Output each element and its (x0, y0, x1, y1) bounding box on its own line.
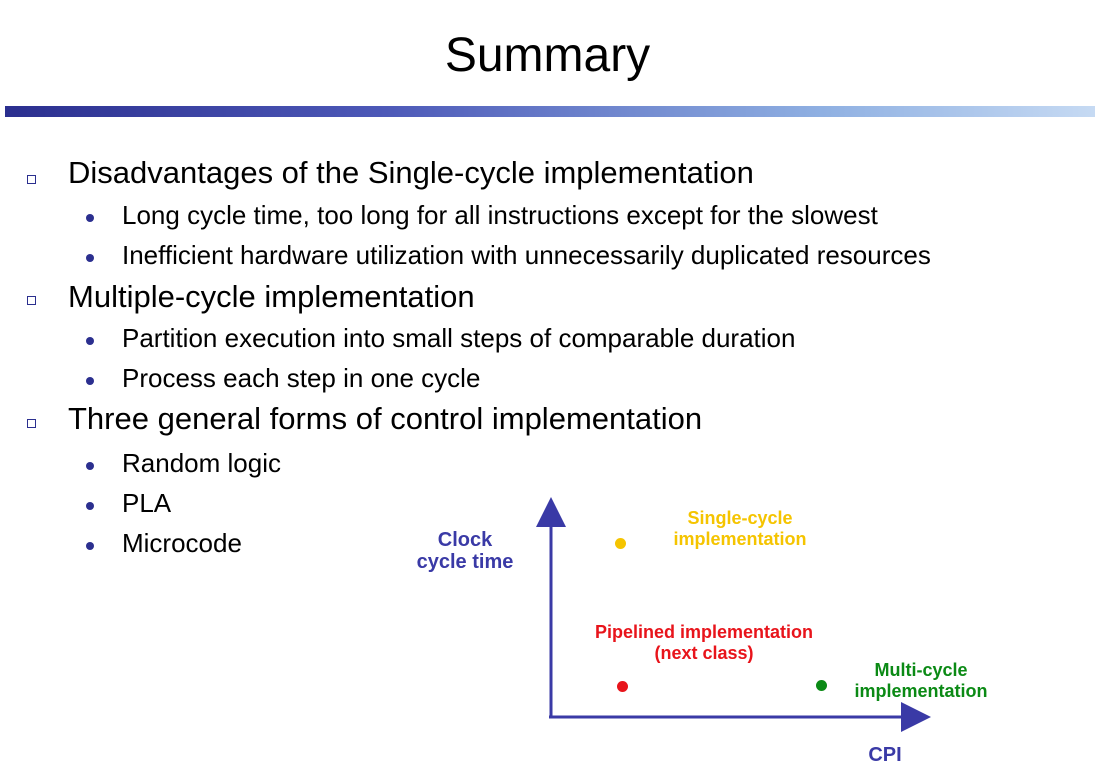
round-bullet-icon (86, 214, 94, 222)
bullet-disadvantages: Disadvantages of the Single-cycle implem… (68, 155, 754, 190)
x-axis-label: CPI (868, 744, 902, 766)
y-axis-label: Clock cycle time (416, 529, 514, 573)
single-cycle-label: Single-cycle implementation (673, 508, 807, 549)
multi-cycle-label: Multi-cycle implementation (854, 660, 988, 701)
bullet-multiple-cycle: Multiple-cycle implementation (68, 279, 475, 314)
round-bullet-icon (86, 254, 94, 262)
round-bullet-icon (86, 542, 94, 550)
round-bullet-icon (86, 377, 94, 385)
square-bullet-icon (27, 419, 36, 428)
sub-bullet-long-cycle: Long cycle time, too long for all instru… (122, 200, 878, 230)
round-bullet-icon (86, 337, 94, 345)
bullet-control-forms: Three general forms of control implement… (68, 401, 703, 436)
square-bullet-icon (27, 296, 36, 305)
sub-bullet-inefficient-hardware: Inefficient hardware utilization with un… (122, 240, 931, 270)
title-underline-bar (5, 106, 1095, 117)
single-cycle-point (615, 538, 626, 549)
round-bullet-icon (86, 462, 94, 470)
round-bullet-icon (86, 502, 94, 510)
sub-bullet-microcode: Microcode (122, 528, 242, 558)
pipelined-label: Pipelined implementation (next class) (594, 622, 814, 663)
sub-bullet-partition: Partition execution into small steps of … (122, 323, 796, 353)
pipelined-point (617, 681, 628, 692)
sub-bullet-random-logic: Random logic (122, 448, 281, 478)
slide-title: Summary (444, 29, 651, 82)
square-bullet-icon (27, 175, 36, 184)
sub-bullet-process-step: Process each step in one cycle (122, 363, 481, 393)
sub-bullet-pla: PLA (122, 488, 172, 518)
multi-cycle-point (816, 680, 827, 691)
